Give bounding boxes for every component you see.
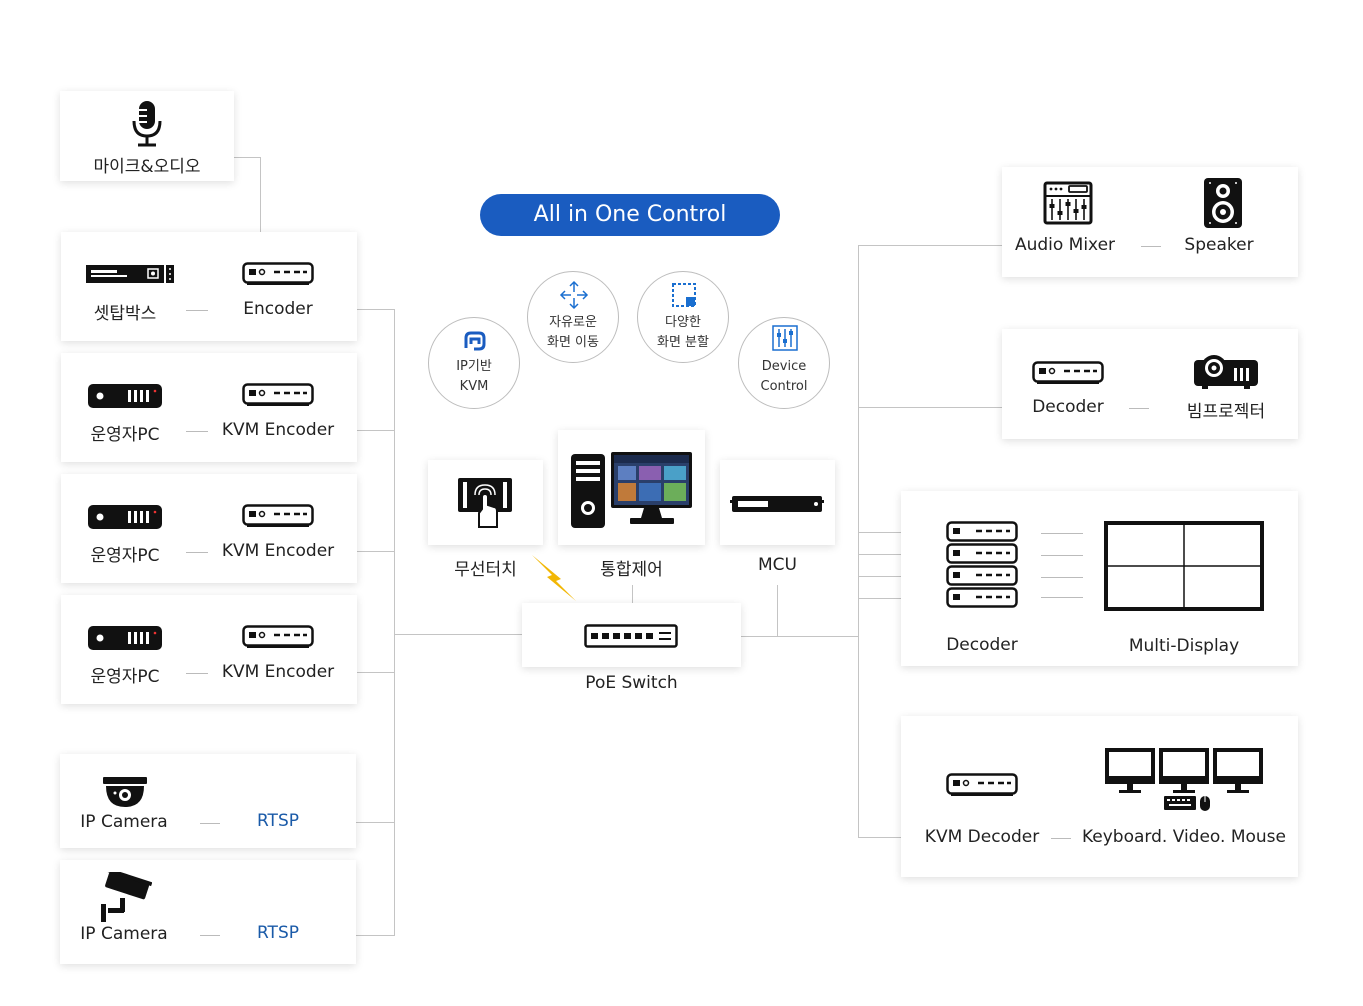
touch-panel-icon bbox=[458, 478, 512, 528]
encoder-icon bbox=[242, 262, 314, 285]
speaker-icon bbox=[1204, 178, 1242, 228]
operator-pc-card-1: 운영자PC KVM Encoder bbox=[61, 353, 357, 462]
encoder-label: Encoder bbox=[243, 299, 313, 319]
projector-card: Decoder 빔프로젝터 bbox=[1002, 329, 1298, 439]
microphone-icon bbox=[132, 101, 162, 147]
connector-dash bbox=[186, 552, 208, 553]
kvm-encoder-label: KVM Encoder bbox=[221, 541, 335, 561]
mic-audio-card: 마이크&오디오 bbox=[60, 91, 234, 181]
kvm-encoder-icon bbox=[242, 383, 314, 406]
projector-label: 빔프로젝터 bbox=[1186, 402, 1266, 422]
kvm-encoder-label: KVM Encoder bbox=[221, 420, 335, 440]
wireless-touch-card bbox=[428, 460, 543, 545]
feature-label: 화면 분할 bbox=[657, 335, 709, 350]
kvm-peripherals-label: Keyboard. Video. Mouse bbox=[1081, 827, 1287, 847]
device-control-icon bbox=[772, 325, 798, 351]
feature-ip-kvm: IP기반 KVM bbox=[428, 317, 520, 409]
poe-switch-card bbox=[522, 603, 741, 667]
kvm-decoder-card: KVM Decoder Keyboard. Video. Mouse bbox=[901, 716, 1298, 877]
pc-tower-icon bbox=[88, 384, 162, 408]
operator-pc-card-2: 운영자PC KVM Encoder bbox=[61, 474, 357, 583]
operator-pc-card-3: 운영자PC KVM Encoder bbox=[61, 595, 357, 704]
projector-icon bbox=[1194, 355, 1258, 389]
decoder-label: Decoder bbox=[946, 635, 1018, 655]
ip-kvm-icon bbox=[464, 331, 486, 351]
connector-dash bbox=[200, 823, 220, 824]
connector-dash bbox=[186, 673, 208, 674]
multi-display-card: Decoder Multi-Display bbox=[901, 491, 1298, 666]
decoder-label: Decoder bbox=[1032, 397, 1104, 417]
split-screen-icon bbox=[672, 283, 696, 307]
move-arrows-icon bbox=[559, 280, 589, 310]
mcu-device-icon bbox=[730, 496, 824, 512]
keyboard-video-mouse-icon bbox=[1105, 748, 1263, 811]
feature-device-control: Device Control bbox=[738, 317, 830, 409]
feature-label: 다양한 bbox=[665, 315, 701, 330]
connector-dash bbox=[1041, 555, 1083, 556]
ip-camera-label: IP Camera bbox=[80, 924, 168, 944]
connector-dash bbox=[1041, 597, 1083, 598]
decoder-icon bbox=[1032, 361, 1104, 384]
mic-label: 마이크&오디오 bbox=[93, 157, 201, 177]
feature-label: IP기반 bbox=[456, 359, 492, 374]
settop-card: 셋탑박스 Encoder bbox=[61, 232, 357, 341]
integrated-control-card bbox=[558, 430, 705, 545]
pc-tower-icon bbox=[88, 626, 162, 650]
connector-dash bbox=[1129, 408, 1149, 409]
pc-label: 운영자PC bbox=[90, 425, 160, 445]
feature-label: 자유로운 bbox=[549, 315, 597, 330]
all-in-one-title: All in One Control bbox=[480, 194, 780, 236]
wireless-lightning-icon bbox=[532, 555, 576, 601]
connector-dash bbox=[1041, 577, 1083, 578]
connector-dash bbox=[186, 310, 208, 311]
decoder-stack-icon bbox=[946, 521, 1018, 608]
speaker-label: Speaker bbox=[1184, 235, 1254, 255]
audio-mixer-label: Audio Mixer bbox=[1014, 235, 1116, 255]
feature-screen-move: 자유로운 화면 이동 bbox=[527, 271, 619, 363]
pc-tower-icon bbox=[88, 505, 162, 529]
kvm-decoder-label: KVM Decoder bbox=[924, 827, 1040, 847]
multi-display-label: Multi-Display bbox=[1128, 636, 1240, 656]
mcu-card bbox=[720, 460, 835, 545]
audio-card: Audio Mixer Speaker bbox=[1002, 167, 1298, 277]
ip-camera-card-2: IP Camera RTSP bbox=[60, 860, 356, 964]
connector-dash bbox=[1041, 533, 1083, 534]
network-switch-icon bbox=[584, 624, 678, 648]
touch-label: 무선터치 bbox=[454, 560, 517, 580]
settop-box-icon bbox=[86, 265, 174, 283]
workstation-icon bbox=[571, 452, 692, 528]
ip-camera-card-1: IP Camera RTSP bbox=[60, 754, 356, 848]
kvm-encoder-icon bbox=[242, 625, 314, 648]
audio-mixer-icon bbox=[1043, 181, 1093, 225]
dome-camera-icon bbox=[103, 777, 147, 807]
feature-label: Device bbox=[761, 359, 807, 374]
connector-dash bbox=[1141, 246, 1161, 247]
settop-label: 셋탑박스 bbox=[93, 304, 157, 324]
mcu-label: MCU bbox=[758, 555, 797, 575]
connector-dash bbox=[1051, 838, 1071, 839]
poe-switch-label: PoE Switch bbox=[585, 673, 678, 693]
kvm-encoder-icon bbox=[242, 504, 314, 527]
feature-label: KVM bbox=[459, 379, 489, 394]
ip-camera-label: IP Camera bbox=[80, 812, 168, 832]
pc-label: 운영자PC bbox=[90, 546, 160, 566]
control-label: 통합제어 bbox=[600, 560, 663, 580]
feature-label: 화면 이동 bbox=[547, 335, 599, 350]
feature-label: Control bbox=[760, 379, 808, 394]
video-wall-icon bbox=[1104, 521, 1264, 611]
kvm-encoder-label: KVM Encoder bbox=[221, 662, 335, 682]
bullet-camera-icon bbox=[101, 872, 152, 922]
connector-dash bbox=[186, 431, 208, 432]
kvm-decoder-icon bbox=[946, 773, 1018, 796]
connector-dash bbox=[200, 935, 220, 936]
rtsp-label: RTSP bbox=[256, 811, 299, 831]
rtsp-label: RTSP bbox=[256, 923, 299, 943]
feature-screen-split: 다양한 화면 분할 bbox=[637, 271, 729, 363]
pc-label: 운영자PC bbox=[90, 667, 160, 687]
